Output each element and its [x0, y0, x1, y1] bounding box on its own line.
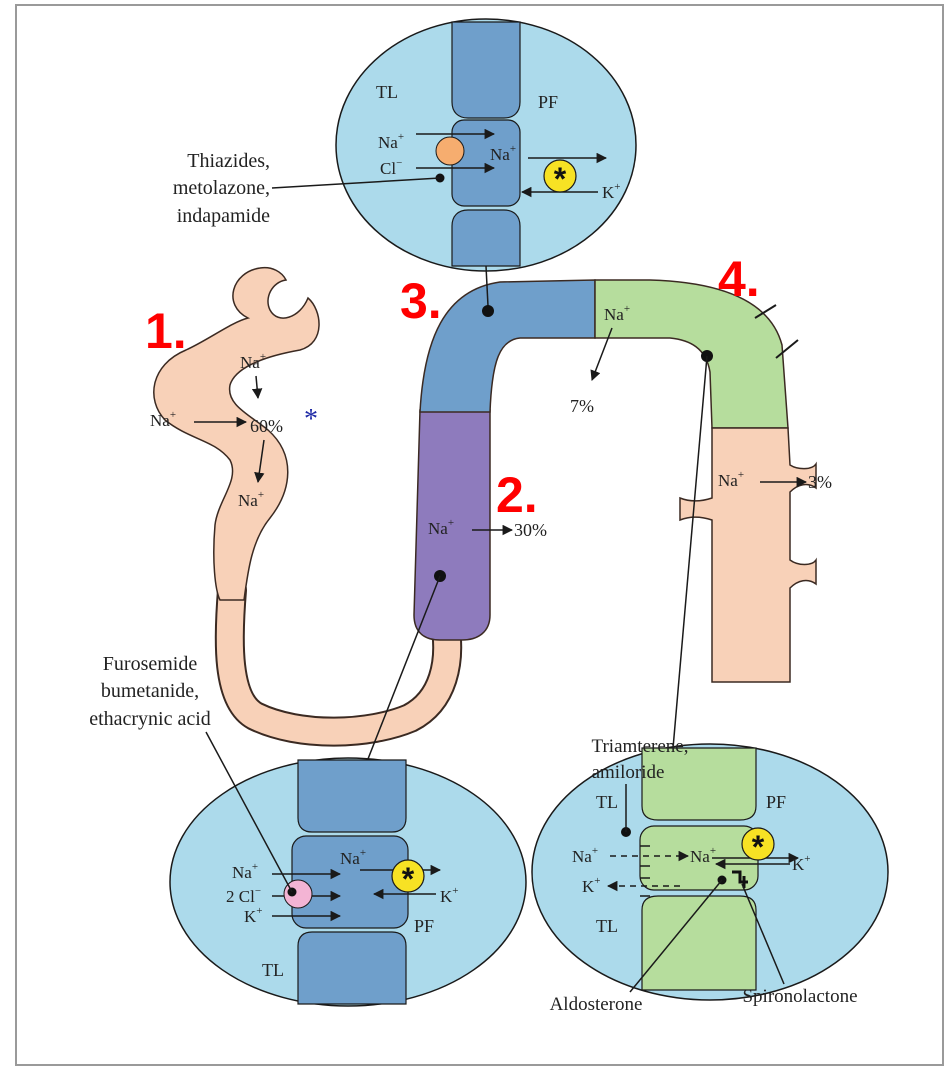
bottom-right-cell-lower-block [642, 896, 756, 990]
loop-drug-label-1: Furosemide [103, 653, 198, 675]
thiazide-label-3: indapamide [177, 205, 270, 227]
bottom-left-pump-star: * [402, 861, 415, 897]
thiazide-label-1: Thiazides, [187, 150, 270, 172]
proximal-na-left: Na+ [150, 409, 176, 430]
spironolactone-label: Spironolactone [742, 986, 857, 1007]
proximal-arrow-down-1 [256, 376, 258, 398]
nacl-cotransporter [436, 137, 464, 165]
top-cell-tl: TL [376, 82, 398, 102]
site-number-2: 2. [496, 467, 538, 523]
collecting-duct [680, 428, 816, 682]
bottom-right-tl-top: TL [596, 792, 618, 812]
top-cell: TL PF Na+ Cl− Na+ * K+ [336, 19, 636, 306]
ksparing-label-1: Triamterene, [592, 736, 689, 757]
bottom-right-tl-bottom: TL [596, 916, 618, 936]
bottom-left-cell-upper-block [298, 760, 406, 832]
site-4-link [672, 356, 707, 760]
bottom-left-cell-lower-block [298, 932, 406, 1004]
ksparing-label-2: amiloride [592, 762, 665, 783]
site-number-4: 4. [718, 251, 760, 307]
proximal-asterisk: * [304, 404, 318, 435]
site-number-3: 3. [400, 273, 442, 329]
distal-percent: 7% [570, 396, 594, 416]
collecting-percent: 3% [808, 472, 832, 492]
bottom-right-pf: PF [766, 792, 786, 812]
proximal-na-top: Na+ [240, 351, 266, 372]
top-cell-pf: PF [538, 92, 558, 112]
bottom-right-cell: TL PF Na+ Na+ K+ * K+ TL [532, 744, 888, 1000]
loop-drug-label-3: ethacrynic acid [89, 708, 211, 730]
loop-percent: 30% [514, 520, 547, 540]
site-3-dot [482, 305, 494, 317]
bottom-right-cell-upper-block [642, 748, 756, 820]
top-cell-upper-block [452, 22, 520, 118]
thiazide-label-2: metolazone, [173, 177, 270, 199]
top-cell-pump-star: * [554, 161, 567, 197]
proximal-percent: 60% [250, 416, 283, 436]
loop-drug-label-2: bumetanide, [101, 680, 199, 702]
top-cell-lower-block [452, 210, 520, 266]
bottom-left-pf: PF [414, 916, 434, 936]
bottom-left-cell: Na+ 2 Cl− K+ Na+ * K+ PF TL [170, 758, 526, 1006]
distal-tubule-blue [420, 280, 595, 412]
bottom-left-tl: TL [262, 960, 284, 980]
bottom-right-pump-star: * [752, 829, 765, 865]
aldosterone-label: Aldosterone [550, 994, 643, 1015]
site-number-1: 1. [145, 303, 187, 359]
